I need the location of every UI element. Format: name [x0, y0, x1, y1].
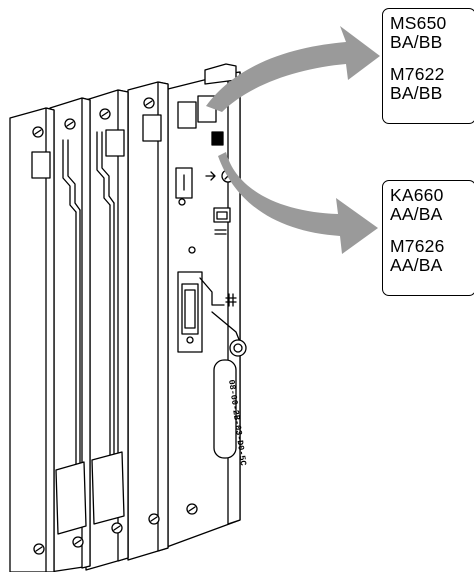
callout-bottom-box: KA660 AA/BA M7626 AA/BA — [382, 180, 474, 296]
front-panel-controls — [175, 167, 247, 459]
callout-bottom-line-3: M7626 — [390, 236, 445, 256]
callout-top-line-1: MS650 — [390, 13, 447, 33]
callout-top-line-2: BA/BB — [390, 32, 443, 52]
callout-bottom-line-2: AA/BA — [390, 204, 443, 224]
label-windows — [31, 114, 162, 179]
callout-top-line-3: M7622 — [390, 64, 445, 84]
blank-panel-4 — [127, 81, 169, 561]
release-levers — [55, 131, 125, 535]
callout-bottom-line-1: KA660 — [390, 185, 444, 205]
blank-panel-3 — [85, 89, 129, 571]
screws — [32, 97, 198, 555]
callout-top-line-4: BA/BB — [390, 83, 443, 103]
callout-bottom-line-4: AA/BA — [390, 255, 443, 275]
callout-arrows — [206, 26, 380, 254]
callout-top-box: MS650 BA/BB M7622 BA/BB — [382, 8, 474, 124]
